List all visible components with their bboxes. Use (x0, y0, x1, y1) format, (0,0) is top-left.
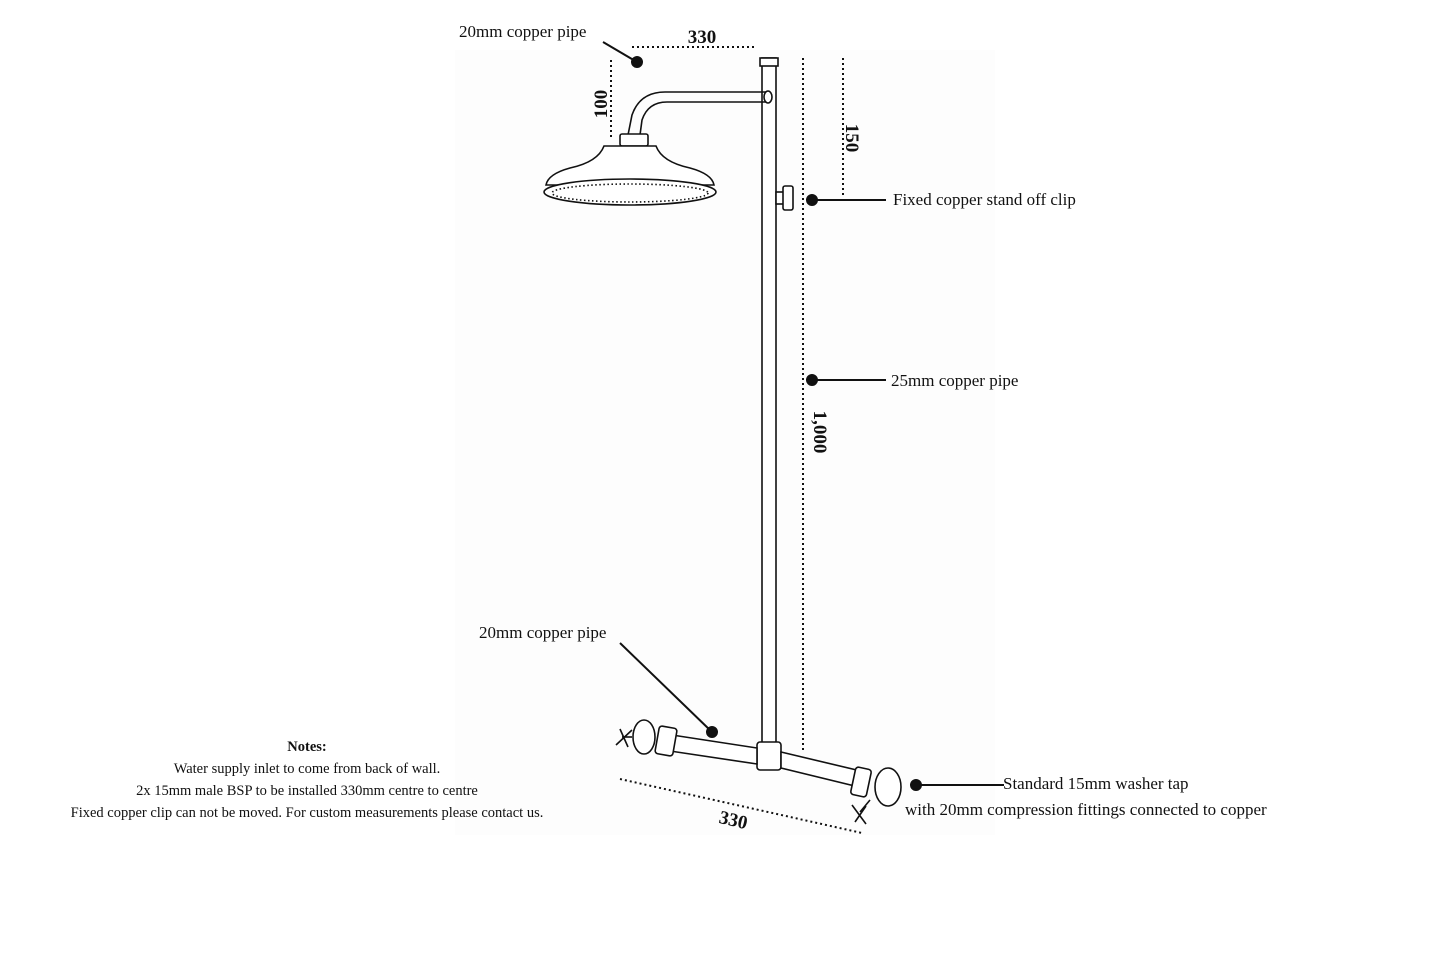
leaders (602, 41, 1004, 791)
dimension-lines (610, 46, 863, 834)
dot-bottom-pipe (706, 726, 718, 738)
notes-title: Notes: (287, 739, 326, 755)
leader-bottom-pipe (619, 642, 713, 733)
riser-pipe (761, 57, 777, 744)
right-fitting (850, 766, 872, 798)
label-bottom-pipe: 20mm copper pipe (479, 623, 606, 642)
shower-head (543, 133, 717, 206)
bottom-assembly (615, 719, 902, 825)
tee-joint (756, 741, 782, 771)
notes-block: Notes: Water supply inlet to come from b… (71, 739, 544, 821)
right-tap-handle (851, 804, 867, 825)
dim-clip-offset: 150 (841, 124, 862, 153)
dot-clip (806, 194, 818, 206)
left-fitting (654, 725, 678, 757)
notes-line-1: Water supply inlet to come from back of … (174, 761, 441, 777)
clip-plate (782, 185, 794, 211)
label-stand-off-clip: Fixed copper stand off clip (893, 190, 1076, 209)
arm-end (763, 90, 773, 104)
dim-riser-height: 1,000 (809, 411, 830, 454)
dim-arm-width: 330 (688, 27, 717, 48)
stand-off-clip (775, 185, 794, 211)
leader-top-pipe (602, 41, 638, 63)
label-tap-line2: with 20mm compression fittings connected… (905, 800, 1267, 819)
dot-riser (806, 374, 818, 386)
rose-holes (551, 183, 709, 203)
label-top-pipe: 20mm copper pipe (459, 22, 586, 41)
label-riser-pipe: 25mm copper pipe (891, 371, 1018, 390)
notes-line-2: 2x 15mm male BSP to be installed 330mm c… (136, 783, 478, 799)
dot-top-pipe (631, 56, 643, 68)
arm-inner (639, 101, 768, 136)
drawing-backdrop (455, 50, 995, 835)
head-collar (619, 133, 649, 147)
dim-arm-drop: 100 (591, 90, 612, 119)
arm-outer (627, 91, 768, 136)
right-tap-body (874, 767, 902, 807)
notes-line-3: Fixed copper clip can not be moved. For … (71, 805, 544, 821)
dot-tap (910, 779, 922, 791)
dim-line-tap-centres (619, 778, 863, 834)
shower-arm (627, 90, 773, 136)
head-rose (543, 178, 717, 206)
riser-assembly (756, 57, 782, 771)
left-tap-handle (615, 728, 633, 748)
riser-cap (759, 57, 779, 67)
label-tap-line1: Standard 15mm washer tap (1003, 774, 1189, 793)
right-tap-stem (859, 799, 871, 813)
left-tap-body (632, 719, 656, 755)
